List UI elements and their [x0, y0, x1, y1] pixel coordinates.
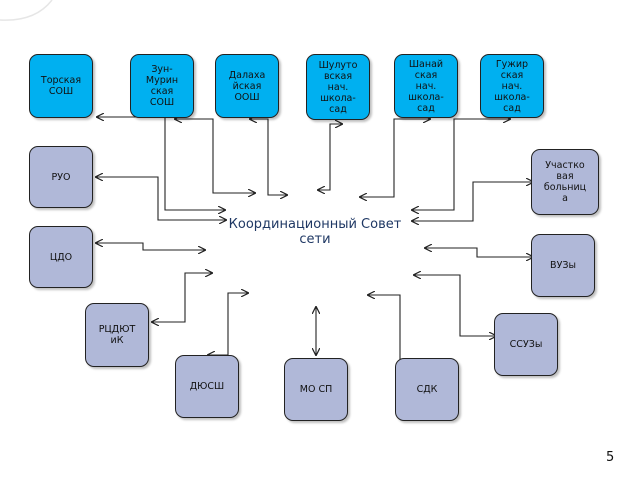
- tsdo-box: ЦДО: [29, 226, 93, 288]
- connector-zun-murinskaya: [175, 119, 255, 193]
- dyussh-label: ДЮСШ: [189, 381, 225, 392]
- ssuzy-box: ССУЗы: [494, 313, 558, 376]
- tsdo-label: ЦДО: [49, 251, 73, 263]
- shanaiskaya-school-label: Шанай ская нач. школа- сад: [408, 58, 444, 114]
- dalakhaiskaya-school-box: Далаха йская ООШ: [215, 54, 279, 118]
- connector-uchastkovaya: [412, 182, 533, 221]
- guzhirskaya-school-box: Гужир ская нач. школа- сад: [480, 54, 544, 118]
- ruo-box: РУО: [29, 146, 93, 208]
- connector-rtsdyutik: [152, 273, 212, 322]
- connector-shanaiskaya: [360, 119, 430, 197]
- shulutovskaya-school-box: Шулуто вская нач. школа- сад: [306, 54, 370, 120]
- connector-torskaya: [97, 117, 225, 210]
- connector-vuzy: [425, 248, 533, 257]
- uchastkovaya-hospital-label: Участко вая больниц а: [543, 160, 587, 204]
- rtsdyutik-label: РЦДЮТ иК: [98, 324, 136, 346]
- shulutovskaya-school-label: Шулуто вская нач. школа- сад: [318, 59, 358, 115]
- connector-tsdo: [96, 243, 205, 250]
- rtsdyutik-box: РЦДЮТ иК: [85, 303, 149, 367]
- connector-ruo: [96, 177, 226, 220]
- connector-dalakhaiskaya: [250, 119, 287, 195]
- council-title: Координационный Совет сети: [228, 217, 402, 247]
- ssuzy-label: ССУЗы: [509, 339, 543, 350]
- connector-shulutovskaya: [318, 124, 342, 190]
- guzhirskaya-school-label: Гужир ская нач. школа- сад: [494, 58, 530, 114]
- ruo-label: РУО: [51, 171, 71, 183]
- connector-guzhirskaya: [412, 119, 510, 210]
- torskaya-school-label: Торская СОШ: [40, 75, 82, 97]
- vuzy-label: ВУЗы: [550, 260, 576, 271]
- connector-dyussh: [208, 293, 248, 355]
- uchastkovaya-hospital-box: Участко вая больниц а: [531, 149, 599, 215]
- mo-sp-label: МО СП: [299, 384, 333, 395]
- dalakhaiskaya-school-label: Далаха йская ООШ: [228, 69, 266, 103]
- zun-murinskaya-school-box: Зун- Мурин ская СОШ: [130, 54, 194, 118]
- mo-sp-box: МО СП: [284, 358, 348, 421]
- torskaya-school-box: Торская СОШ: [29, 54, 93, 118]
- shanaiskaya-school-box: Шанай ская нач. школа- сад: [394, 54, 458, 118]
- sdk-label: СДК: [416, 384, 438, 395]
- sdk-box: СДК: [395, 358, 459, 421]
- connector-ssuzy: [414, 275, 496, 336]
- page-number: 5: [606, 450, 615, 465]
- dyussh-box: ДЮСШ: [175, 355, 239, 418]
- zun-murinskaya-school-label: Зун- Мурин ская СОШ: [145, 64, 179, 108]
- vuzy-box: ВУЗы: [531, 234, 595, 297]
